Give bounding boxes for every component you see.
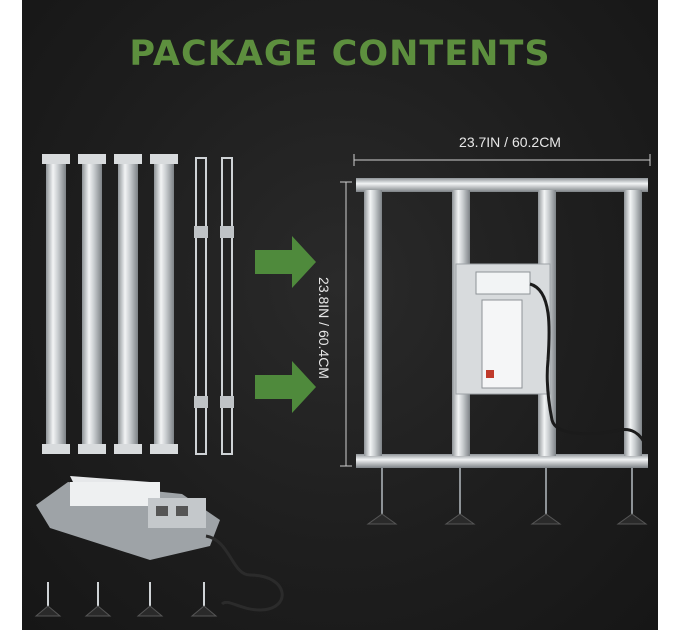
arrow-right-icon	[255, 236, 316, 288]
connecting-rod-icon	[220, 157, 234, 455]
driver-box-icon	[36, 476, 284, 612]
hanging-hook-icon	[84, 582, 112, 617]
light-bar-icon	[150, 154, 178, 454]
light-bar-icon	[42, 154, 70, 454]
assembled-fixture-icon	[356, 178, 648, 525]
page-title: PACKAGE CONTENTS	[129, 34, 551, 74]
width-dimension-line	[353, 154, 651, 166]
light-bar-icon	[78, 154, 106, 454]
hanging-hook-icon	[34, 582, 62, 617]
hanging-hook-icon	[190, 582, 218, 617]
arrow-right-icon	[255, 361, 316, 413]
hanging-hook-icon	[136, 582, 164, 617]
light-bar-icon	[114, 154, 142, 454]
height-dimension-line	[340, 181, 352, 467]
width-dimension-label: 23.7IN / 60.2CM	[459, 134, 561, 150]
connecting-rod-icon	[194, 157, 208, 455]
